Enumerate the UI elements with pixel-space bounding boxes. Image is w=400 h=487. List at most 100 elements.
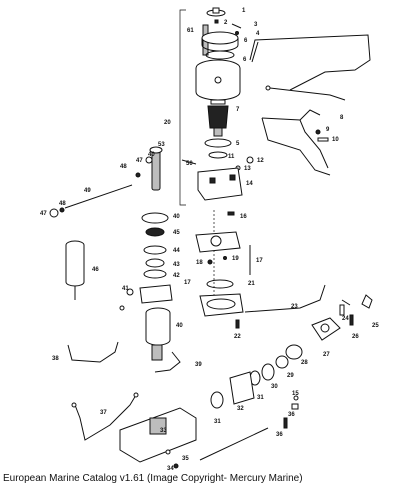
callout-44: 44 xyxy=(173,248,180,254)
tubes-group xyxy=(67,341,181,441)
callout-3: 3 xyxy=(254,22,258,28)
callout-40a: 40 xyxy=(148,152,155,158)
plate-bottom xyxy=(199,293,244,317)
part-10 xyxy=(317,137,329,142)
callout-25: 25 xyxy=(372,323,379,329)
cable-harness xyxy=(261,117,329,169)
callout-47: 47 xyxy=(136,158,143,164)
callout-21: 21 xyxy=(248,281,255,287)
part-19 xyxy=(223,256,227,260)
part-36-shaft xyxy=(199,427,269,461)
callout-40b: 40 xyxy=(176,323,183,329)
part-34 xyxy=(173,463,179,469)
callout-45: 45 xyxy=(173,230,180,236)
part-12 xyxy=(246,156,254,164)
callout-18: 18 xyxy=(196,260,203,266)
callout-2: 2 xyxy=(224,20,228,26)
part-31b xyxy=(210,391,224,409)
callout-31b: 31 xyxy=(214,419,221,425)
callout-6: 6 xyxy=(244,38,248,44)
callout-23: 23 xyxy=(291,304,298,310)
part-14-end-frame xyxy=(197,167,243,201)
part-47 xyxy=(145,156,153,164)
mounting-plate-group xyxy=(195,210,351,329)
callout-36b: 36 xyxy=(276,432,283,438)
part-1-head xyxy=(212,7,220,14)
drive-shaft-group xyxy=(49,184,173,361)
callout-61: 61 xyxy=(187,28,194,34)
part-49-shaft xyxy=(64,184,133,209)
part-35 xyxy=(165,449,171,455)
part-40b xyxy=(145,313,171,346)
callout-17a: 17 xyxy=(256,258,263,264)
image-caption: European Marine Catalog v1.61 (Image Cop… xyxy=(3,473,303,484)
part-42 xyxy=(143,269,167,279)
part-4 xyxy=(235,31,239,35)
part-33-housing xyxy=(119,407,197,463)
callout-49: 49 xyxy=(84,188,91,194)
callout-8: 8 xyxy=(340,115,344,121)
callout-30: 30 xyxy=(271,384,278,390)
callout-48: 48 xyxy=(120,164,127,170)
callout-16: 16 xyxy=(240,214,247,220)
callout-12: 12 xyxy=(257,158,264,164)
callout-22: 22 xyxy=(234,334,241,340)
part-29 xyxy=(275,355,289,369)
callout-14: 14 xyxy=(246,181,253,187)
part-44 xyxy=(143,245,167,255)
callout-53: 53 xyxy=(158,142,165,148)
callout-46: 46 xyxy=(92,267,99,273)
part-32 xyxy=(229,371,255,405)
part-48 xyxy=(135,172,141,178)
part-40-gear xyxy=(141,212,169,224)
motor-housing xyxy=(195,68,241,101)
callout-17b: 17 xyxy=(184,280,191,286)
callout-15: 15 xyxy=(292,391,299,397)
callout-37: 37 xyxy=(100,410,107,416)
part-15 xyxy=(293,395,299,401)
callout-10: 10 xyxy=(332,137,339,143)
wiring-harness xyxy=(249,34,371,176)
callout-4: 4 xyxy=(256,31,260,37)
part-30 xyxy=(261,363,275,381)
part-22 xyxy=(235,319,240,329)
part-3 xyxy=(231,23,242,29)
part-47b xyxy=(49,208,59,218)
part-27 xyxy=(311,317,341,341)
callout-36a: 36 xyxy=(288,412,295,418)
callout-19: 19 xyxy=(232,256,239,262)
callout-20: 20 xyxy=(164,120,171,126)
part-21 xyxy=(206,279,234,289)
right-parts-group xyxy=(311,294,373,341)
callout-47b: 47 xyxy=(40,211,47,217)
callout-24: 24 xyxy=(342,316,349,322)
part-45 xyxy=(145,227,165,237)
callout-1: 1 xyxy=(242,8,246,14)
callout-13: 13 xyxy=(244,166,251,172)
cable-8 xyxy=(269,87,346,101)
part-11 xyxy=(208,151,228,159)
callout-11: 11 xyxy=(228,154,235,160)
part-26 xyxy=(349,314,354,326)
cable-3 xyxy=(249,34,371,91)
tube-39 xyxy=(154,351,181,373)
callout-40: 40 xyxy=(173,214,180,220)
callout-39: 39 xyxy=(195,362,202,368)
part-28 xyxy=(285,344,303,360)
lower-driveline xyxy=(119,344,303,469)
callout-48b: 48 xyxy=(59,201,66,207)
part-6 xyxy=(205,50,235,60)
starter-motor-group xyxy=(135,7,254,206)
armature-shaft xyxy=(210,99,226,105)
tube-23 xyxy=(244,284,326,313)
callout-6b: 6 xyxy=(243,57,247,63)
callout-38: 38 xyxy=(52,356,59,362)
callout-9: 9 xyxy=(326,127,330,133)
part-24 xyxy=(339,304,345,316)
part-5-cap xyxy=(201,31,239,45)
part-46 xyxy=(65,245,85,287)
callout-31a: 31 xyxy=(257,395,264,401)
exploded-parts-diagram: 1 2 3 4 6 61 6 7 8 9 10 20 5 11 12 13 14… xyxy=(40,7,379,470)
tube-37 xyxy=(74,394,137,441)
plate-top xyxy=(195,231,241,253)
